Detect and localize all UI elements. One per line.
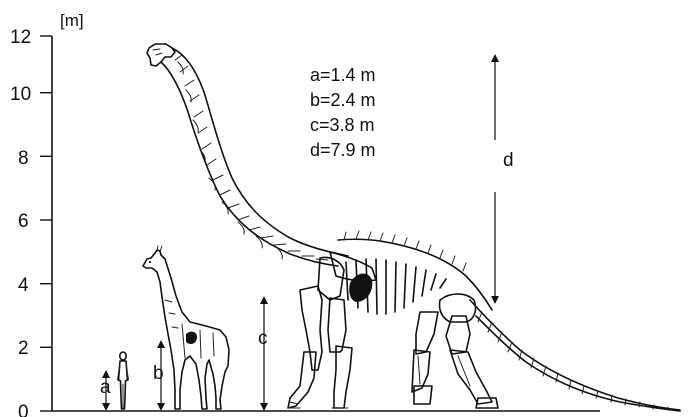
y-tick-label-4: 4 (18, 275, 29, 296)
arrow-d: d (485, 54, 514, 304)
human-figure (118, 352, 129, 409)
marker-a: a (100, 377, 111, 398)
y-tick-label-8: 8 (18, 148, 29, 169)
marker-b: b (153, 363, 164, 384)
measurement-d: d=7.9 m (310, 140, 376, 160)
measurement-c: c=3.8 m (310, 115, 375, 135)
measurement-b: b=2.4 m (310, 90, 376, 110)
arrow-b: b (153, 340, 165, 411)
y-tick-label-0: 0 (18, 402, 29, 417)
giraffe (143, 246, 229, 409)
arrow-c: c (258, 296, 268, 411)
y-tick-label-10: 10 (10, 84, 31, 105)
arrow-a: a (100, 370, 111, 411)
y-axis-unit: [m] (60, 11, 84, 30)
measurement-list: a=1.4 m b=2.4 m c=3.8 m d=7.9 m (310, 65, 376, 160)
measurement-a: a=1.4 m (310, 65, 376, 85)
marker-c: c (258, 328, 268, 349)
y-tick-label-6: 6 (18, 211, 29, 232)
axes: 0 2 4 6 8 10 12 [m] (10, 11, 600, 417)
marker-d: d (503, 150, 514, 171)
sauropod-skeleton (147, 44, 680, 411)
height-arrows: a b c d (100, 54, 514, 411)
y-tick-label-2: 2 (18, 338, 29, 359)
y-tick-label-12: 12 (10, 27, 31, 48)
